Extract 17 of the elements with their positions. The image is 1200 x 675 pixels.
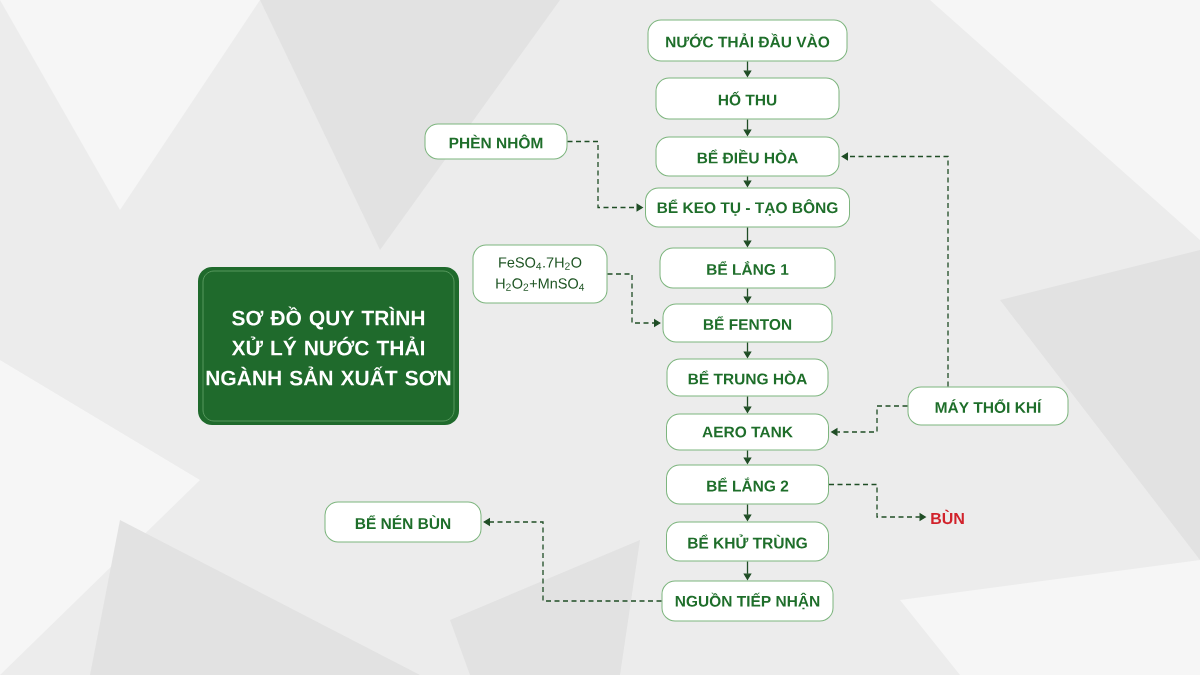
process-box: NGUỒN TIẾP NHẬN: [661, 580, 834, 622]
process-box: FeSO$_{4}$.7H$_{2}$O H$_{2}$O$_{2}$+MnSO$_{4}$: [472, 244, 608, 304]
process-box: BỂ FENTON: [662, 303, 833, 343]
dashed-arrow: [841, 152, 949, 388]
process-box: BỂ LẮNG 1: [659, 247, 836, 289]
process-box: BỂ TRUNG HÒA: [666, 358, 829, 397]
process-box: NƯỚC THẢI ĐẦU VÀO: [647, 19, 848, 62]
process-box: HỐ THU: [655, 77, 840, 120]
process-box: AERO TANK: [666, 413, 829, 451]
process-box: BỂ ĐIỀU HÒA: [655, 136, 840, 177]
process-box: PHÈN NHÔM: [424, 123, 568, 160]
process-box: BỂ KEO TỤ - TẠO BÔNG: [645, 187, 850, 228]
title-banner: SƠ ĐỒ QUY TRÌNH XỬ LÝ NƯỚC THẢI NGÀNH SẢN XUẤT SƠN: [198, 267, 459, 425]
process-box: MÁY THỔI KHÍ: [907, 386, 1069, 426]
process-box: BỂ LẮNG 2: [666, 464, 829, 505]
process-box: BỂ KHỬ TRÙNG: [666, 521, 829, 562]
output-label: BÙN: [931, 509, 964, 525]
